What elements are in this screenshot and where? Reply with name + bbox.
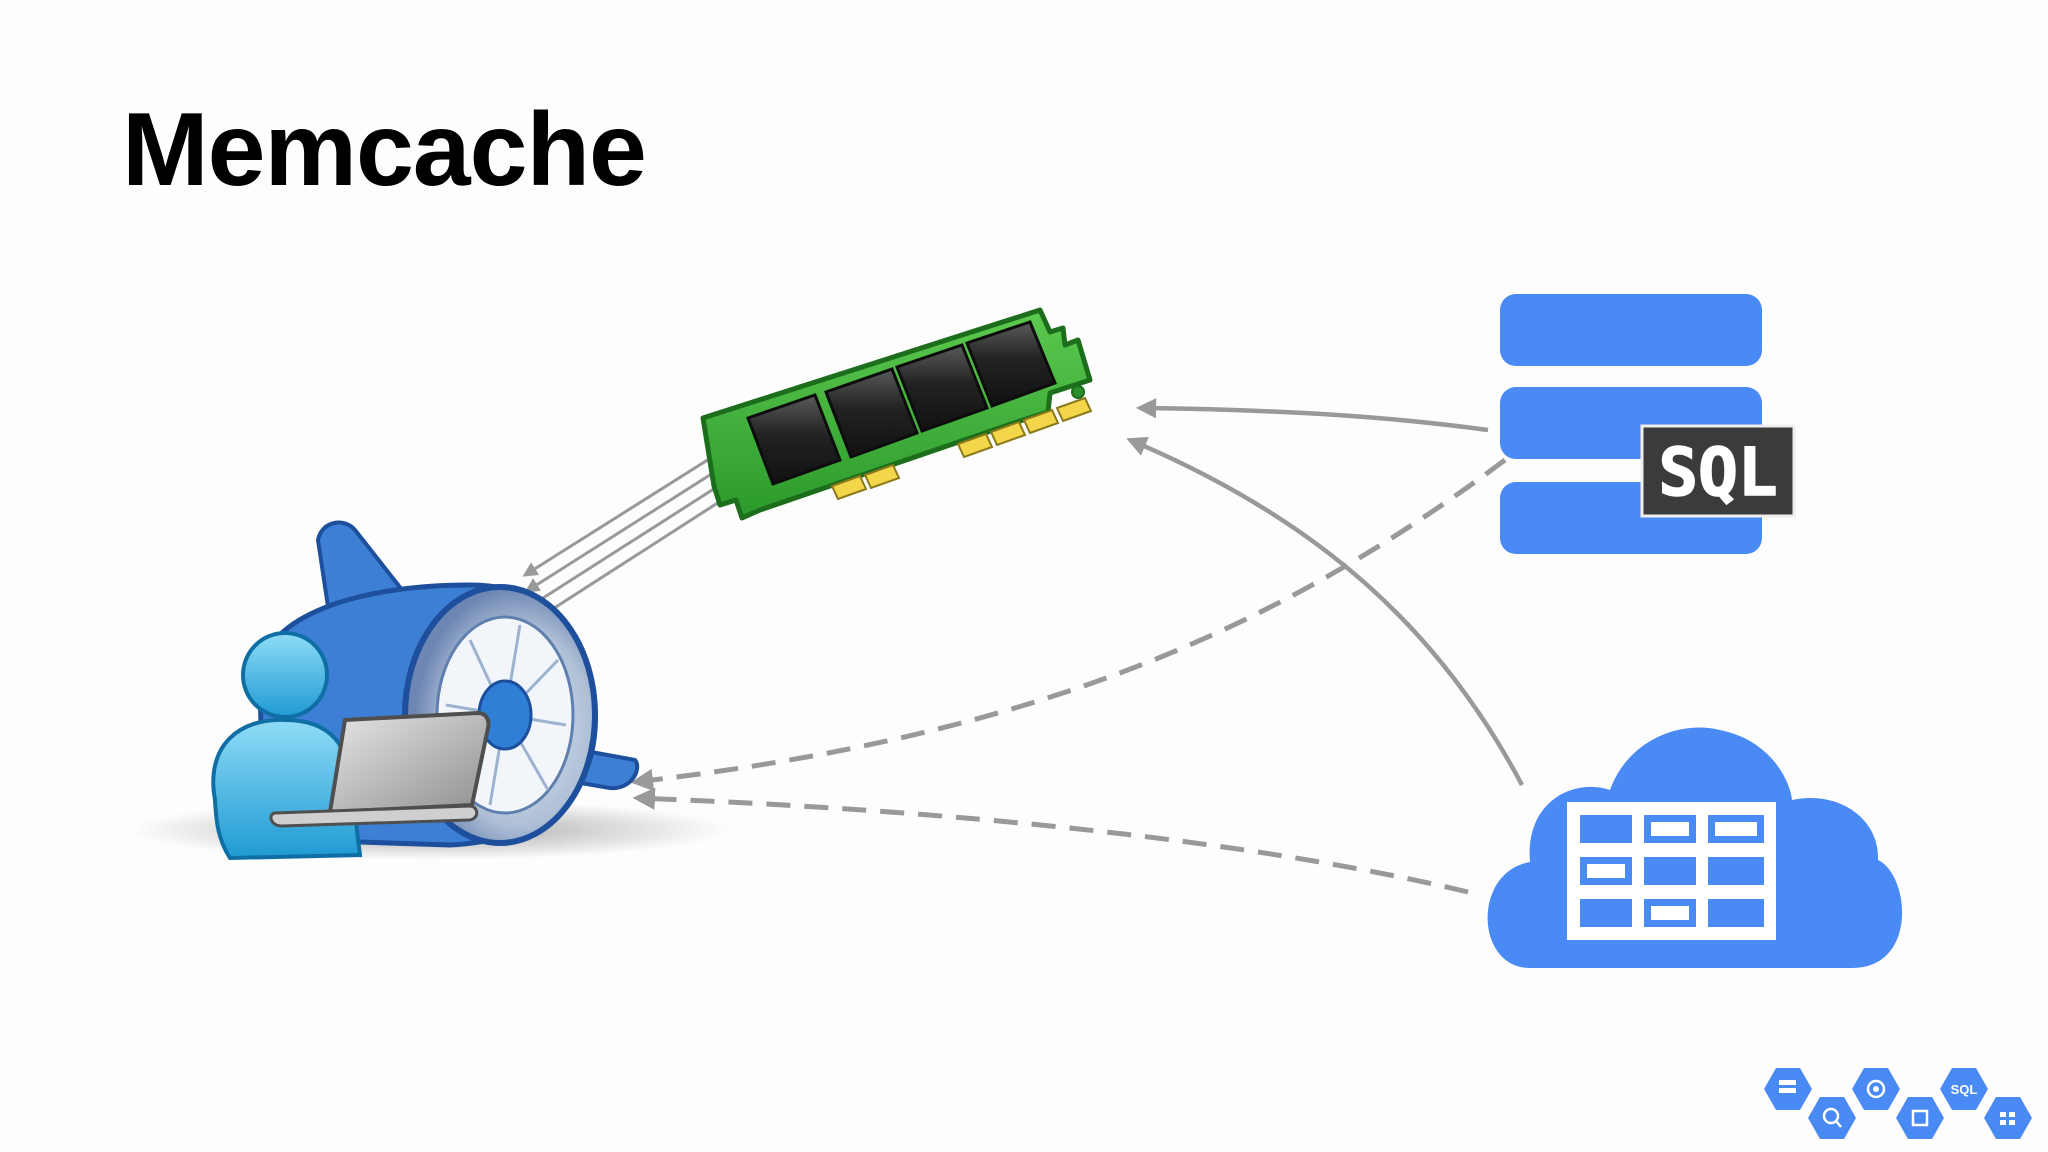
app-engine-user-icon [130, 520, 730, 861]
hex-apps-icon [1984, 1097, 2032, 1139]
hex-bigquery-icon [1808, 1097, 1856, 1139]
slide-title: Memcache [122, 92, 647, 208]
datastore-grid [1567, 802, 1776, 940]
memory-module-icon [700, 307, 1093, 521]
memory-contacts [830, 396, 1093, 501]
cloud-sql-icon: SQL [1500, 294, 1796, 554]
arrow-datastore-memcache [1126, 436, 1524, 787]
hex-sql-icon [1940, 1068, 1988, 1110]
memory-chips [746, 320, 1057, 486]
arrow-sql-app-dashed [630, 457, 1507, 792]
footer-sql-label: SQL [1951, 1082, 1978, 1097]
hex-chip-icon [1896, 1097, 1944, 1139]
cloud-datastore-icon [1487, 727, 1903, 968]
arrow-sql-memcache [1135, 398, 1489, 433]
google-cloud-platform-hexagons-icon: SQL [1764, 1068, 2032, 1139]
arrow-datastore-app-dashed [632, 787, 1469, 895]
sql-badge-label: SQL [1658, 434, 1777, 511]
laptop [269, 711, 491, 828]
connections [522, 398, 1524, 895]
